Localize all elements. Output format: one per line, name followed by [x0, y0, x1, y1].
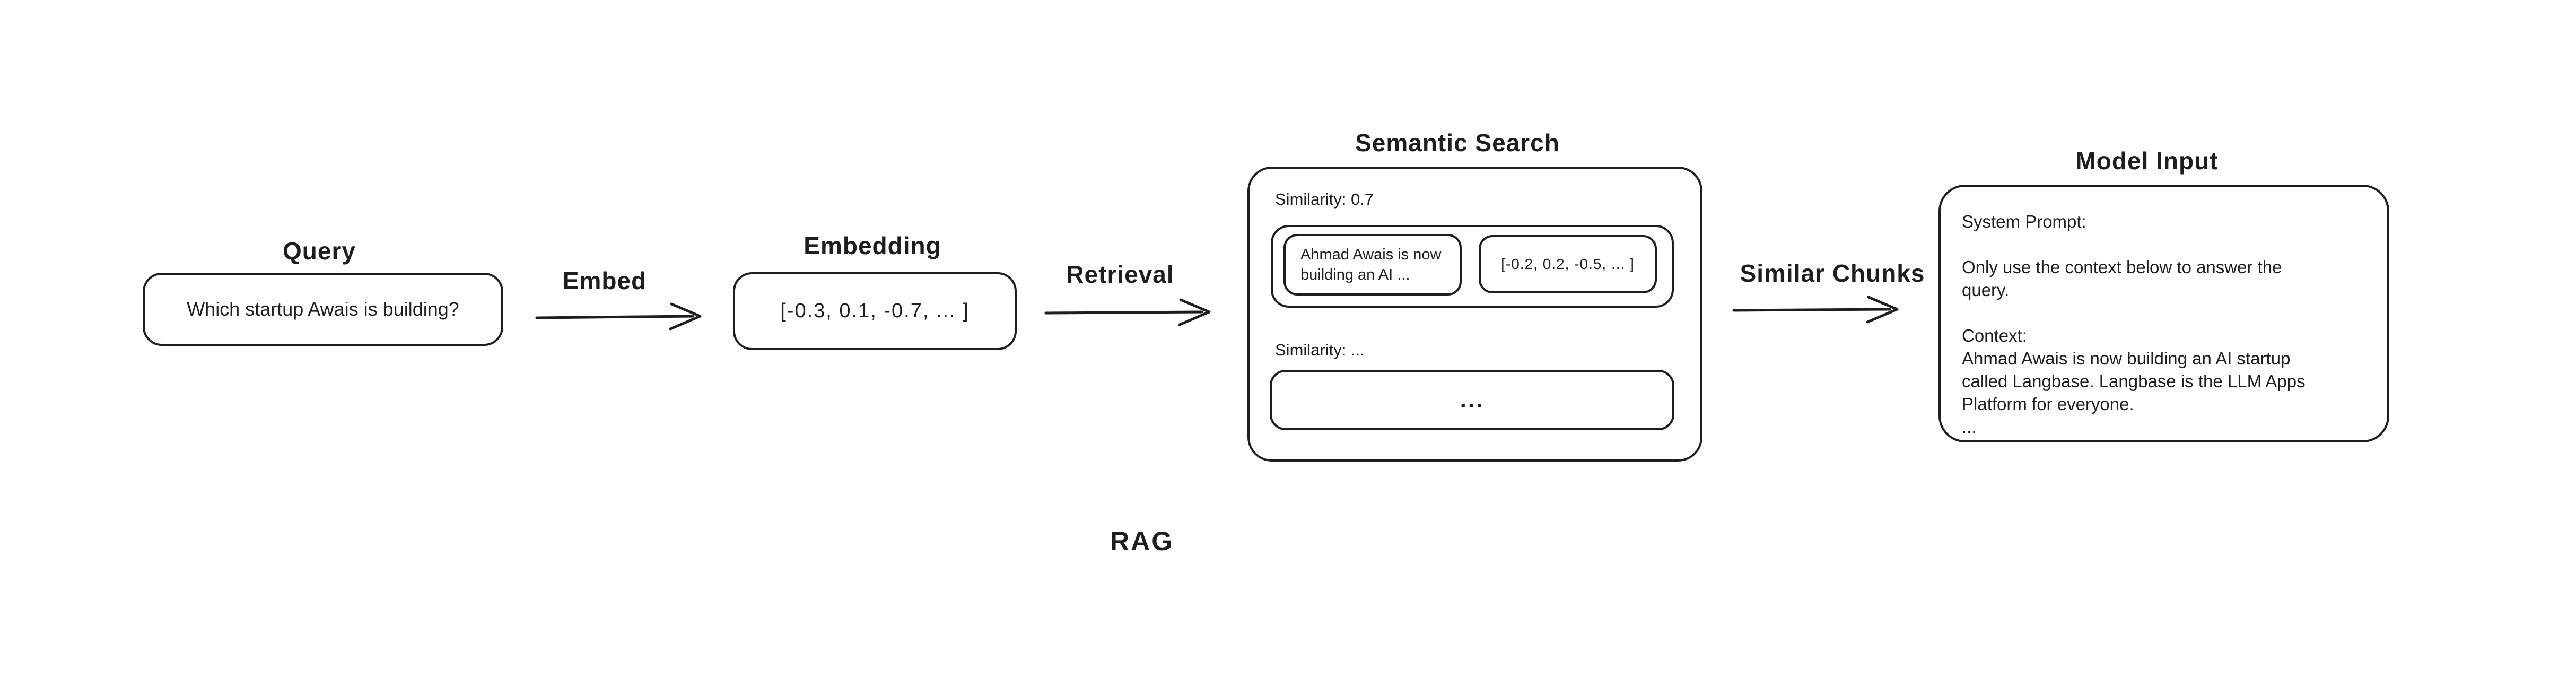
arrow-shaft	[1732, 308, 1891, 312]
rag-caption: RAG	[1110, 526, 1174, 556]
query-node-title: Query	[283, 237, 356, 265]
similar-chunks-arrow-label: Similar Chunks	[1740, 259, 1925, 287]
query-node: Which startup Awais is building?	[143, 273, 503, 346]
similarity-more-label: Similarity: ...	[1275, 341, 1365, 359]
model-input-text: System Prompt: Only use the context belo…	[1962, 212, 2306, 437]
chunk-text-box: Ahmad Awais is now building an AI ...	[1283, 234, 1462, 296]
arrow-shaft	[535, 315, 694, 319]
embed-arrow-label: Embed	[562, 267, 647, 294]
query-node-text: Which startup Awais is building?	[187, 298, 459, 320]
retrieval-arrow-icon	[1044, 298, 1211, 326]
embed-arrow-icon	[535, 302, 702, 331]
chunk-text: Ahmad Awais is now building an AI ...	[1300, 246, 1442, 283]
arrow-shaft	[1044, 310, 1203, 315]
chunk-vector-text: [-0.2, 0.2, -0.5, ... ]	[1501, 256, 1635, 272]
model-input-title: Model Input	[2075, 147, 2219, 175]
semantic-search-title: Semantic Search	[1355, 129, 1560, 157]
more-chunks-box: ...	[1270, 370, 1674, 430]
model-input-node: System Prompt: Only use the context belo…	[1938, 185, 2389, 442]
similarity-top-label: Similarity: 0.7	[1275, 190, 1374, 209]
embedding-node: [-0.3, 0.1, -0.7, ... ]	[733, 272, 1017, 350]
arrow-head	[669, 302, 702, 331]
arrow-head	[1178, 298, 1211, 326]
embedding-node-title: Embedding	[804, 232, 941, 259]
retrieval-arrow-label: Retrieval	[1066, 260, 1174, 288]
more-chunks-ellipsis: ...	[1460, 387, 1485, 413]
arrow-head	[1866, 296, 1899, 324]
embedding-node-text: [-0.3, 0.1, -0.7, ... ]	[780, 300, 970, 322]
chunk-vector-box: [-0.2, 0.2, -0.5, ... ]	[1479, 235, 1657, 293]
similar-chunks-arrow-icon	[1732, 296, 1899, 324]
